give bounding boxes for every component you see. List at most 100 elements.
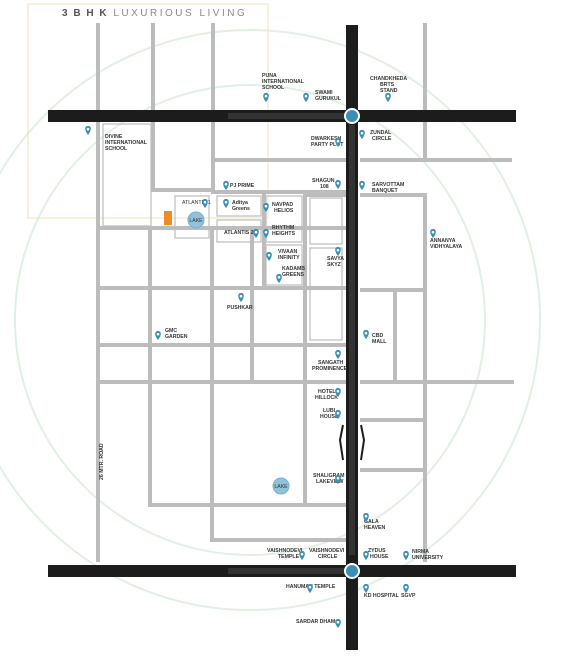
label-shagun: SHAGUN [312, 178, 335, 184]
label-annanya: ANNANYA [430, 238, 456, 244]
label-chandkheda: CHANDKHEDA [370, 76, 407, 82]
map-pin-icon [266, 252, 272, 261]
map-pin-icon [202, 199, 208, 208]
map-pin-icon [155, 331, 161, 340]
label-hillock: HILLOCK [315, 395, 338, 401]
map-pin-icon [363, 584, 369, 593]
label-sardar: SARDAR DHAM [296, 619, 335, 625]
map-pin-icon [263, 229, 269, 238]
label-sarvottam: BANQUET [372, 188, 398, 194]
map-pin-icon [238, 293, 244, 302]
map-pin-icon [359, 130, 365, 139]
junction-circle-zundal [344, 108, 360, 124]
map-pin-icon [430, 229, 436, 238]
label-pushkar: PUSHKAR [227, 305, 253, 311]
map-pin-icon [299, 551, 305, 560]
label-rhythm: HEIGHTS [272, 231, 296, 237]
label-shaligram: SHALIGRAM [313, 473, 344, 479]
map-pin-icon [335, 247, 341, 256]
title-light: LUXURIOUS LIVING [113, 8, 248, 19]
label-vaishnodevi-circle: VAISHNODEVI [309, 548, 345, 554]
label-swami-gurukul: GURUKUL [315, 96, 342, 102]
label-aditya: Greens [232, 206, 250, 212]
map-pin-icon [85, 126, 91, 135]
map-pin-icon [359, 181, 365, 190]
lake-label: LAKE [274, 484, 288, 490]
label-sarvottam: SARVOTTAM [372, 182, 404, 188]
label-swami-gurukul: SWAMI [315, 90, 333, 96]
label-navpad: NAVPAD [272, 202, 293, 208]
map-pin-icon [335, 180, 341, 189]
label-gmc: GARDEN [165, 334, 188, 340]
label-divine-school: DIVINE [105, 134, 123, 140]
map-pin-icon [335, 138, 341, 147]
label-dwarkesh: DWARKESH [311, 136, 342, 142]
map-pin-icon [335, 475, 341, 484]
location-pins [85, 93, 436, 628]
map-pin-icon [363, 513, 369, 522]
label-puna-school: INTERNATIONAL [262, 79, 305, 85]
watermark [0, 29, 541, 611]
label-gmc: GMC [165, 328, 177, 334]
lake-icon [272, 477, 290, 495]
label-chandkheda: STAND [380, 88, 398, 94]
label-vaishnodevi-circle: CIRCLE [318, 554, 338, 560]
minor-roads [96, 23, 514, 562]
map-pin-icon [276, 274, 282, 283]
road-name-label: 26 MTR. ROAD [99, 443, 105, 480]
label-shagun: 108 [320, 184, 329, 190]
map-pin-icon [363, 330, 369, 339]
lake-icon [187, 211, 205, 229]
label-dwarkesh: PARTY PLOT [311, 142, 344, 148]
map-pin-icon [263, 93, 269, 102]
page-title: 3 B H K LUXURIOUS LIVING [62, 8, 247, 19]
map-pin-icon [223, 181, 229, 190]
label-savya: SKYZ [327, 262, 342, 268]
label-sangath: SANGATH [318, 360, 344, 366]
label-zundal: CIRCLE [372, 136, 392, 142]
label-lubi: LUBI [323, 408, 336, 414]
label-atlantis1: ATLANTIS 1 [182, 200, 211, 206]
label-nirma: UNIVERSITY [412, 555, 444, 561]
label-zundal: ZUNDAL [370, 130, 392, 136]
label-cbd: CBD [372, 333, 383, 339]
highways [48, 25, 516, 650]
label-kd: KD HOSPITAL [364, 593, 400, 599]
map-pin-icon [303, 93, 309, 102]
label-vivaan: INFINITY [278, 255, 300, 261]
label-shaligram: LAKEVIEW [316, 479, 343, 485]
label-kadamb: KADAMB [282, 266, 305, 272]
project-site-marker [164, 211, 172, 225]
label-savya: SAVYA [327, 256, 344, 262]
map-pin-icon [253, 229, 259, 238]
label-lubi: HOUSE [320, 414, 339, 420]
map-pin-icon [335, 410, 341, 419]
label-vaishnodevi-temple: VAISHNODEVI [267, 548, 303, 554]
title-bold: 3 B H K [62, 8, 109, 19]
label-chandkheda: BRTS [380, 82, 395, 88]
map-pin-icon [263, 203, 269, 212]
label-puna-school: PUNA [262, 73, 277, 79]
map-pin-icon [335, 350, 341, 359]
label-vaishnodevi-temple: TEMPLE [278, 554, 300, 560]
label-divine-school: INTERNATIONAL [105, 140, 148, 146]
